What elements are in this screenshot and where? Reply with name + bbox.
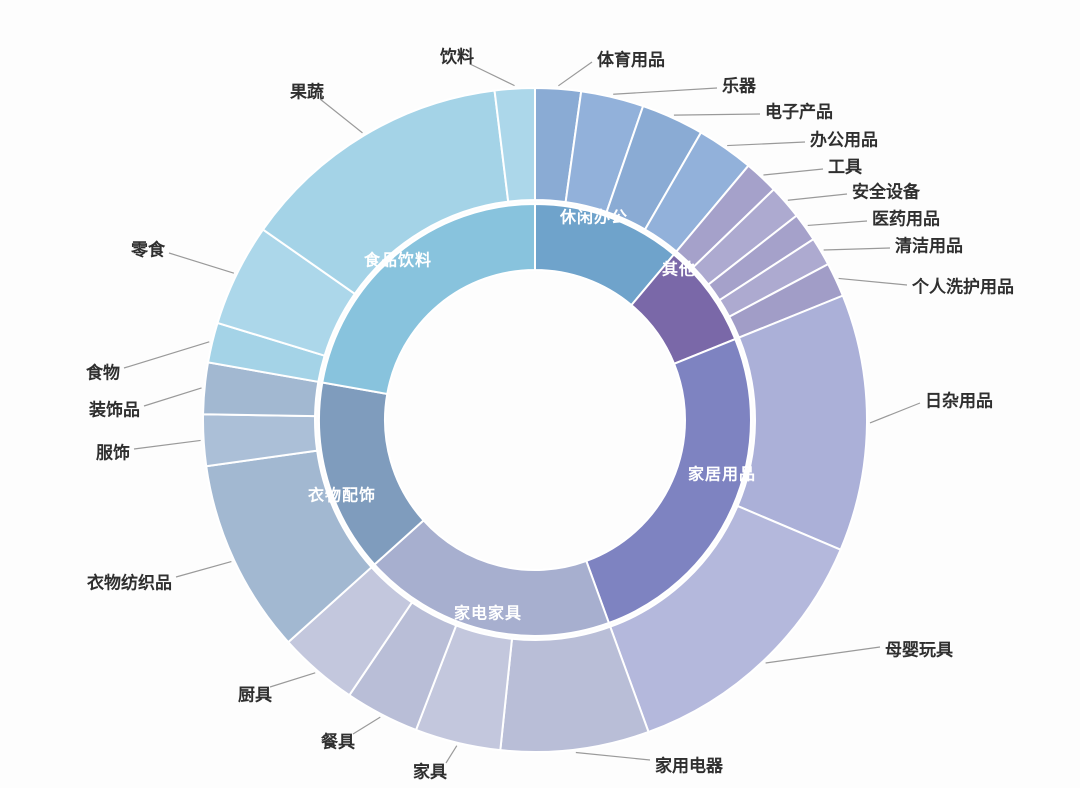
outer-segment-label-2-0: 日杂用品 xyxy=(925,391,993,411)
leader-line-5-3 xyxy=(469,63,515,87)
leader-line-4-1 xyxy=(133,439,201,450)
leader-line-1-4 xyxy=(838,277,908,286)
leader-line-0-3 xyxy=(727,141,806,147)
outer-segment-label-3-0: 家用电器 xyxy=(655,756,724,776)
outer-segment-label-4-2: 装饰品 xyxy=(88,400,140,420)
inner-segment-5 xyxy=(321,202,536,396)
leader-line-5-0 xyxy=(123,341,210,369)
outer-segment-label-1-1: 安全设备 xyxy=(852,182,921,202)
segments-layer xyxy=(202,86,868,753)
outer-segment-label-0-2: 电子产品 xyxy=(765,102,833,122)
inner-segment-label-0: 休闲办公 xyxy=(559,208,628,227)
outer-segment-label-3-3: 厨具 xyxy=(238,686,272,705)
inner-segment-label-5: 食品饮料 xyxy=(363,251,432,270)
outer-segment-label-4-0: 衣物纺织品 xyxy=(87,573,172,593)
leader-line-1-1 xyxy=(787,193,848,201)
outer-segment-label-0-3: 办公用品 xyxy=(810,130,878,150)
leader-line-0-2 xyxy=(673,113,761,116)
outer-segment-label-3-2: 餐具 xyxy=(321,732,355,752)
outer-segment-5-3 xyxy=(493,86,536,203)
outer-segment-2-0 xyxy=(736,294,868,552)
inner-segment-label-1: 其他 xyxy=(662,260,696,279)
outer-segment-label-1-0: 工具 xyxy=(828,158,862,177)
inner-segment-label-2: 家居用品 xyxy=(688,465,756,484)
leader-line-0-0 xyxy=(558,61,593,87)
leader-lines-layer xyxy=(123,61,921,764)
leader-line-5-1 xyxy=(168,252,235,274)
leader-line-4-2 xyxy=(143,387,202,407)
inner-segment-2 xyxy=(585,337,752,625)
leader-line-4-0 xyxy=(175,561,232,578)
outer-segment-label-2-1: 母婴玩具 xyxy=(885,641,953,660)
outer-segment-label-1-2: 医药用品 xyxy=(872,209,940,229)
outer-segment-label-5-3: 饮料 xyxy=(439,47,474,67)
outer-segment-label-1-3: 清洁用品 xyxy=(895,236,963,256)
leader-line-3-1 xyxy=(445,745,458,764)
leader-line-5-2 xyxy=(319,98,363,134)
leader-line-0-1 xyxy=(613,87,718,95)
leader-line-1-2 xyxy=(807,220,868,227)
outer-segment-label-3-1: 家具 xyxy=(413,762,447,782)
leader-line-3-0 xyxy=(575,751,651,761)
leader-line-1-3 xyxy=(823,247,891,251)
leader-line-1-0 xyxy=(763,168,824,176)
outer-segment-label-5-0: 食物 xyxy=(86,363,120,383)
leader-line-2-1 xyxy=(765,646,881,664)
outer-segment-label-0-1: 乐器 xyxy=(722,77,757,96)
outer-segment-label-4-1: 服饰 xyxy=(96,443,130,463)
outer-segment-label-1-4: 个人洗护用品 xyxy=(911,277,1014,297)
outer-segment-label-5-2: 果蔬 xyxy=(290,83,324,102)
leader-line-3-2 xyxy=(352,716,381,735)
outer-segment-label-5-1: 零食 xyxy=(130,240,166,260)
outer-segment-label-0-0: 体育用品 xyxy=(597,50,665,70)
inner-segment-label-4: 衣物配饰 xyxy=(308,486,376,505)
leader-line-2-0 xyxy=(869,402,921,424)
leader-line-3-3 xyxy=(269,672,316,688)
inner-segment-label-3: 家电家具 xyxy=(454,604,522,623)
